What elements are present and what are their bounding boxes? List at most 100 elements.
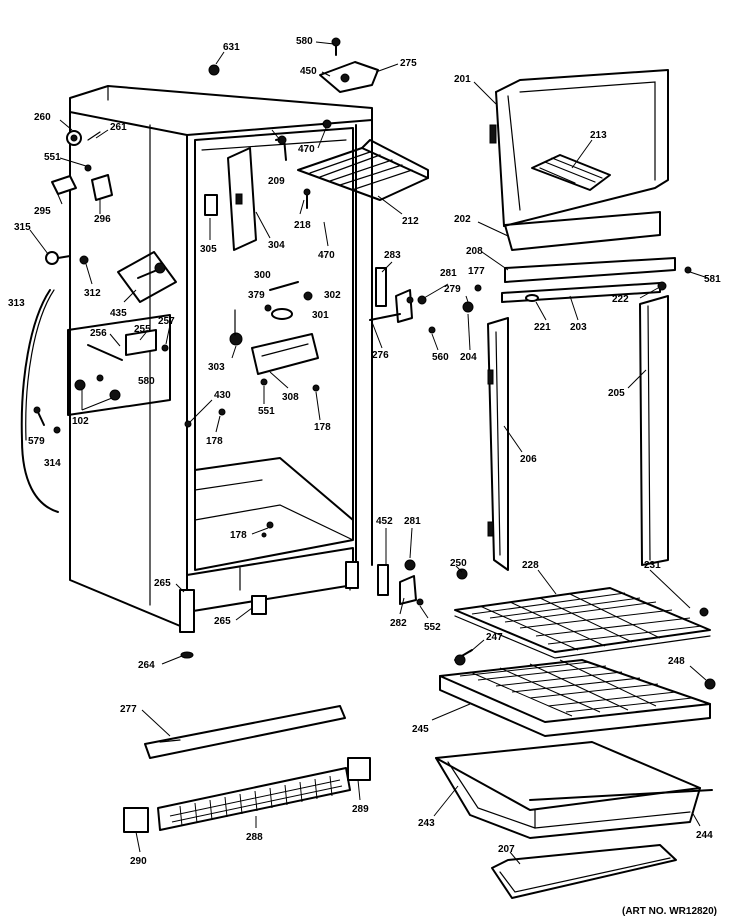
callout-290: 290: [130, 856, 147, 867]
control-housing-304: [204, 135, 311, 251]
callout-551: 551: [258, 406, 275, 417]
callout-221: 221: [534, 322, 551, 333]
callout-255: 255: [134, 324, 151, 335]
light-switch-315: [45, 251, 89, 265]
callout-302: 302: [324, 290, 341, 301]
callout-631: 631: [223, 42, 240, 53]
callout-207: 207: [498, 844, 515, 855]
callout-301: 301: [312, 310, 329, 321]
callout-204: 204: [460, 352, 477, 363]
leader-lines: [29, 41, 709, 865]
heater-assembly-256: [67, 314, 171, 416]
callout-206: 206: [520, 454, 537, 465]
lamp-socket-435: [117, 251, 177, 303]
callout-178: 178: [206, 436, 223, 447]
crisper-pan-243: [435, 741, 713, 839]
callout-264: 264: [138, 660, 155, 671]
callout-205: 205: [608, 388, 625, 399]
callout-178: 178: [314, 422, 331, 433]
fresh-food-door-206: [487, 317, 509, 571]
kickplate-277: [144, 705, 346, 759]
callout-308: 308: [282, 392, 299, 403]
callout-452: 452: [376, 516, 393, 527]
callout-218: 218: [294, 220, 311, 231]
callout-450: 450: [300, 66, 317, 77]
callout-202: 202: [454, 214, 471, 225]
callout-231: 231: [644, 560, 661, 571]
callout-430: 430: [214, 390, 231, 401]
callout-379: 379: [248, 290, 265, 301]
leveling-foot-264: [180, 595, 267, 659]
callout-244: 244: [696, 830, 713, 841]
callout-labels: 631 580 450 275 201 260 261 551 295 296 …: [8, 36, 721, 917]
callout-276: 276: [372, 350, 389, 361]
misc-small-parts: [184, 408, 274, 538]
grille-288: [123, 757, 371, 833]
callout-248: 248: [668, 656, 685, 667]
art-number: (ART NO. WR12820): [622, 906, 717, 917]
callout-177: 177: [468, 266, 485, 277]
mullion-203: [501, 282, 661, 303]
callout-288: 288: [246, 832, 263, 843]
callout-261: 261: [110, 122, 127, 133]
callout-102: 102: [72, 416, 89, 427]
callout-213: 213: [590, 130, 607, 141]
callout-560: 560: [432, 352, 449, 363]
callout-289: 289: [352, 804, 369, 815]
thermostat-knob-260: [66, 130, 101, 172]
top-hinge-275: [319, 37, 379, 93]
callout-470: 470: [318, 250, 335, 261]
callout-279: 279: [444, 284, 461, 295]
callout-209: 209: [268, 176, 285, 187]
callout-579: 579: [28, 436, 45, 447]
callout-277: 277: [120, 704, 137, 715]
callout-435: 435: [110, 308, 127, 319]
callout-312: 312: [84, 288, 101, 299]
callout-228: 228: [522, 560, 539, 571]
wire-shelf-228: [454, 568, 711, 659]
center-hinge-283: [369, 266, 692, 334]
crisper-control-308: [251, 333, 320, 392]
callout-295: 295: [34, 206, 51, 217]
callout-552: 552: [424, 622, 441, 633]
shelf-support-300: [229, 281, 313, 346]
callout-303: 303: [208, 362, 225, 373]
freezer-door-201: [489, 69, 669, 227]
hinge-screw-631: [208, 64, 220, 76]
panel-205: [639, 295, 669, 566]
bottom-hinge-282: [377, 559, 424, 606]
callout-300: 300: [254, 270, 271, 281]
callout-283: 283: [384, 250, 401, 261]
drain-tube-313: [20, 289, 59, 513]
callout-282: 282: [390, 618, 407, 629]
callout-245: 245: [412, 724, 429, 735]
ice-tray-213: [531, 154, 611, 191]
callout-208: 208: [466, 246, 483, 257]
callout-581: 581: [704, 274, 721, 285]
divider-208: [504, 257, 676, 283]
callout-304: 304: [268, 240, 285, 251]
callout-313: 313: [8, 298, 25, 309]
callout-203: 203: [570, 322, 587, 333]
callout-212: 212: [402, 216, 419, 227]
callout-222: 222: [612, 294, 629, 305]
callout-257: 257: [158, 316, 175, 327]
callout-305: 305: [200, 244, 217, 255]
callout-247: 247: [486, 632, 503, 643]
callout-281: 281: [404, 516, 421, 527]
screw-579: [33, 406, 61, 434]
refrigerator-cabinet: [69, 85, 373, 633]
callout-580: 580: [138, 376, 155, 387]
callout-178: 178: [230, 530, 247, 541]
callout-256: 256: [90, 328, 107, 339]
freezer-shelf-212: [297, 119, 429, 201]
crisper-cover-245: [439, 649, 716, 737]
callout-243: 243: [418, 818, 435, 829]
callout-260: 260: [34, 112, 51, 123]
callout-281: 281: [440, 268, 457, 279]
callout-296: 296: [94, 214, 111, 225]
callout-275: 275: [400, 58, 417, 69]
callout-265: 265: [154, 578, 171, 589]
drawer-front-207: [491, 844, 677, 899]
